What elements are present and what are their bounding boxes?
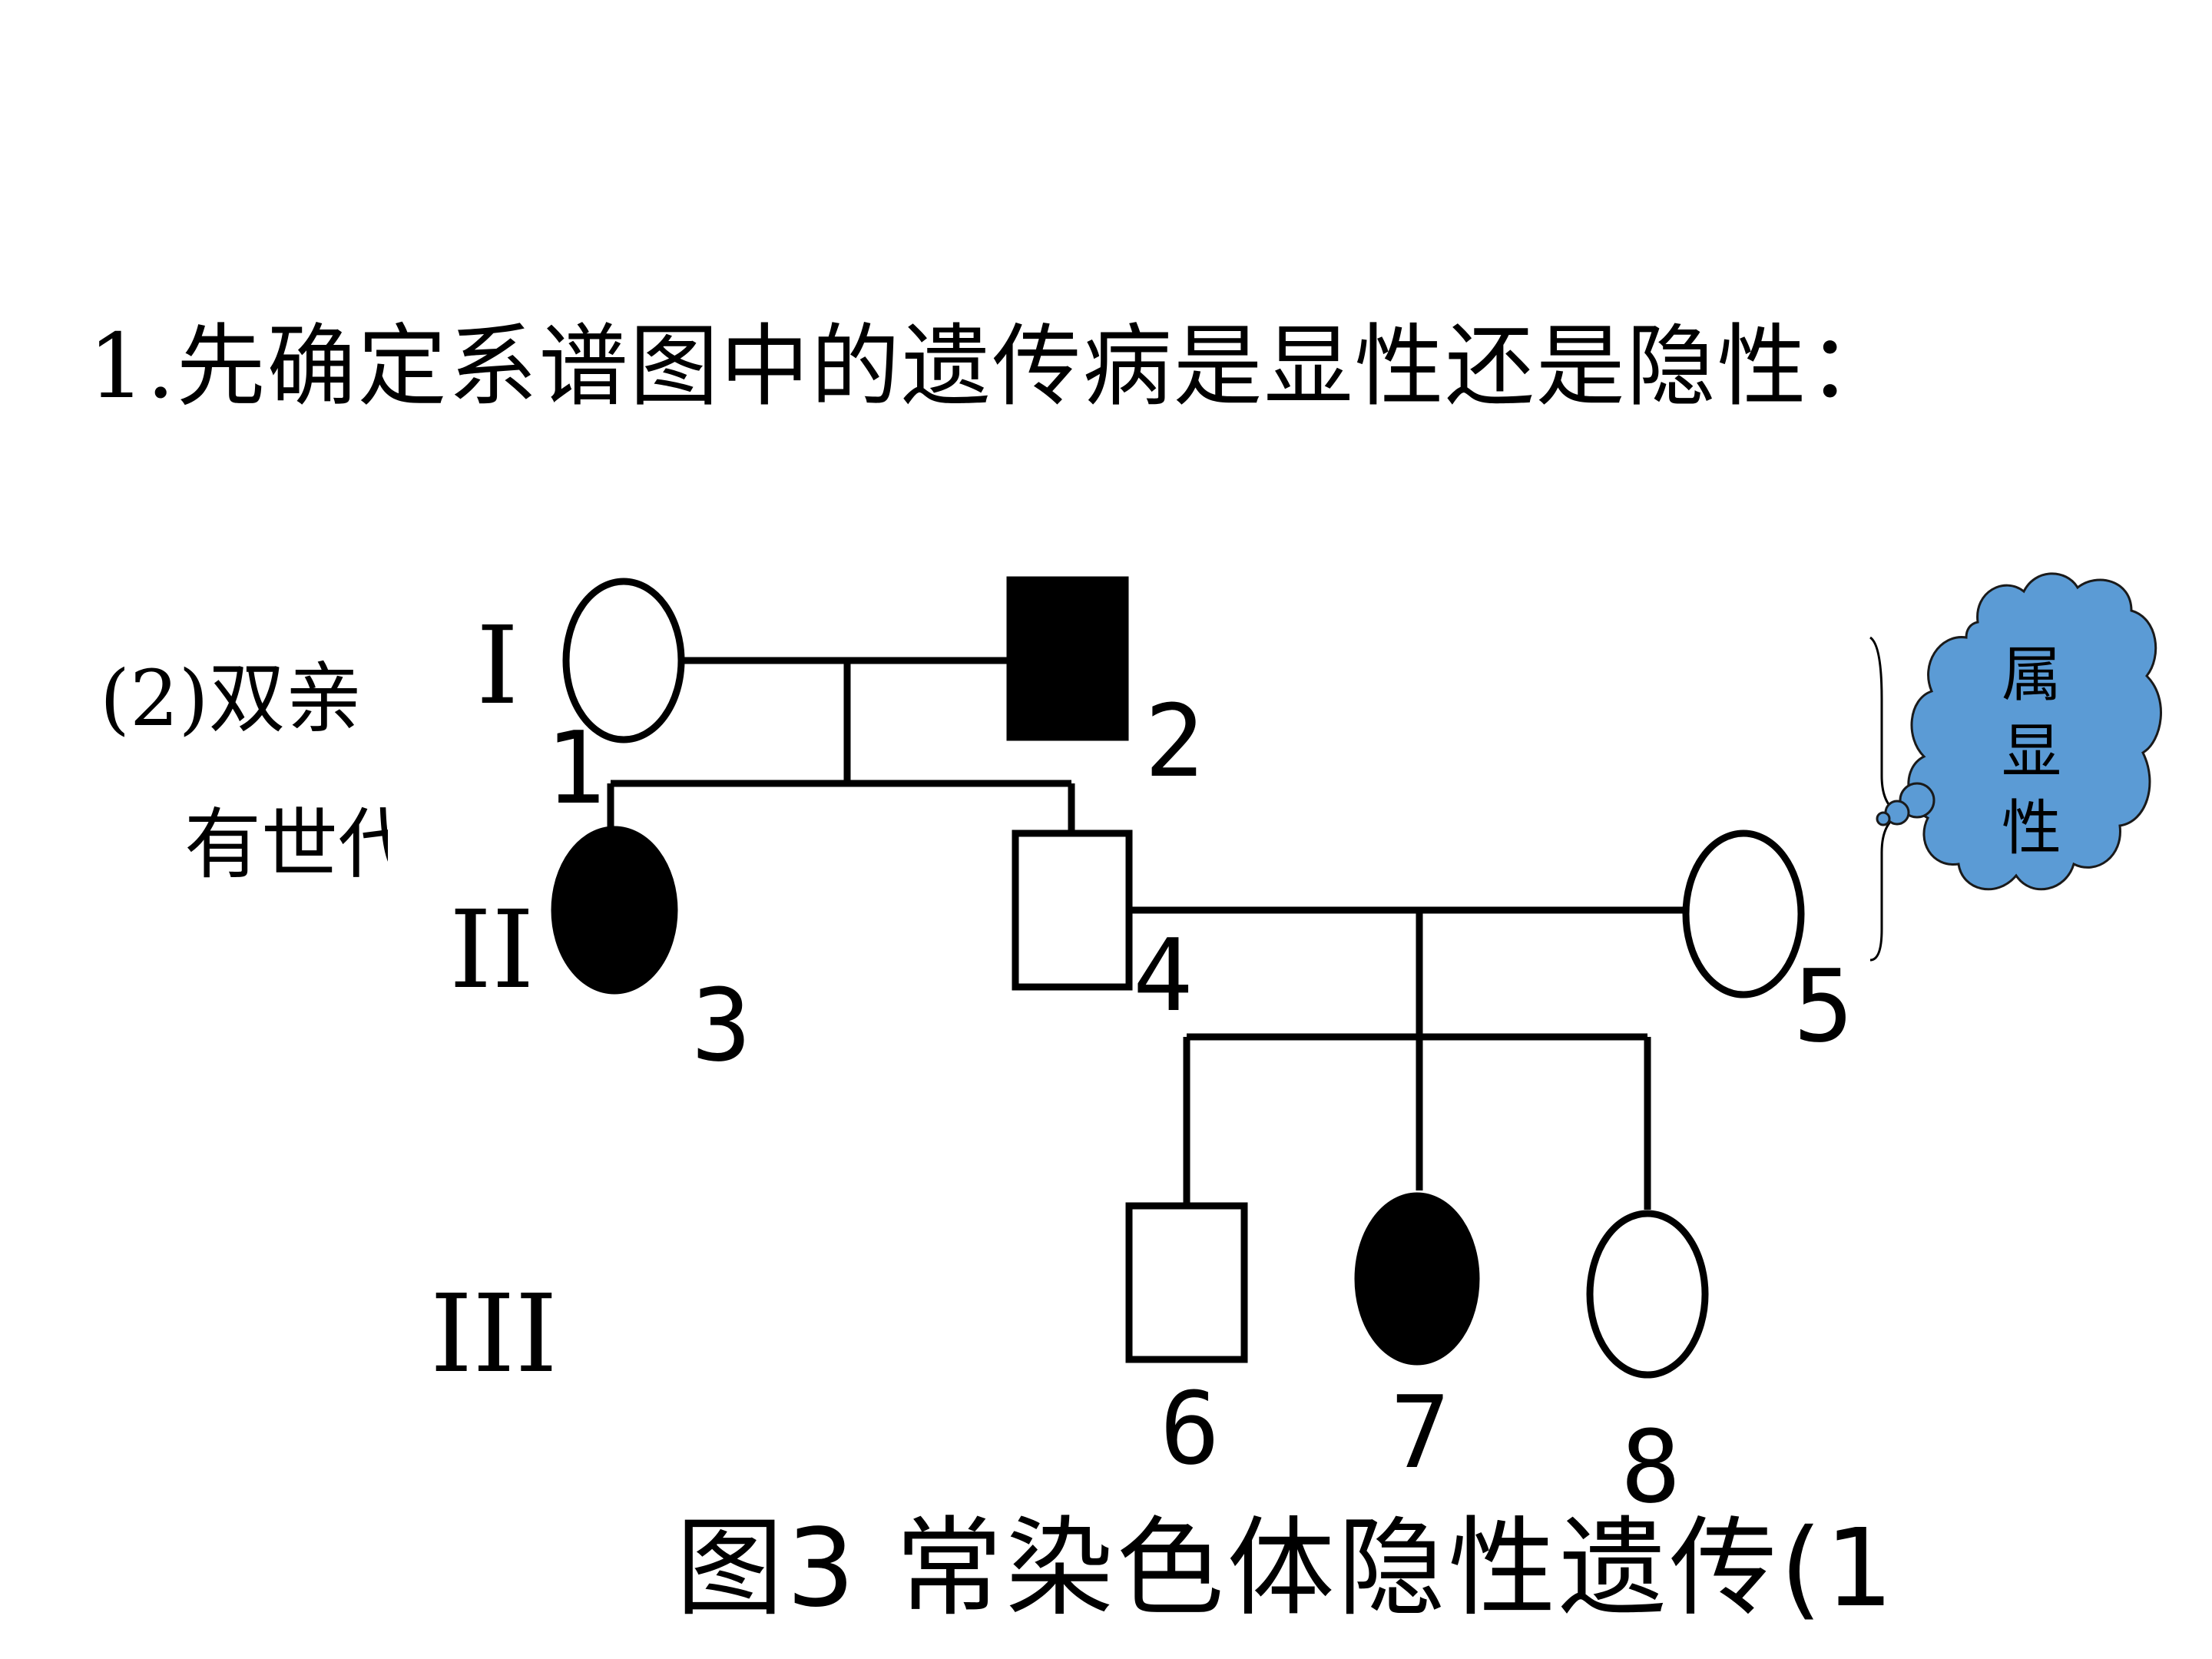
individual-7-symbol xyxy=(1354,1192,1480,1366)
generation-label-3: III xyxy=(430,1272,558,1397)
individual-4-symbol xyxy=(1012,830,1133,991)
individual-5-symbol xyxy=(1682,830,1805,998)
individual-label-6: 6 xyxy=(1160,1370,1220,1487)
individual-8-symbol xyxy=(1586,1210,1709,1379)
individual-2-symbol xyxy=(1006,576,1129,741)
individual-label-8: 8 xyxy=(1621,1409,1681,1525)
individual-label-2: 2 xyxy=(1144,683,1204,800)
callout-char-3: 性 xyxy=(2002,794,2061,863)
thought-bubble-callout: 属 显 性 xyxy=(1869,572,2162,962)
individual-label-4: 4 xyxy=(1133,917,1193,1034)
individual-3-symbol xyxy=(551,826,678,995)
body-text-line-2: 有世代 xyxy=(184,800,415,889)
slide-heading: 1.先确定系谱图中的遗传病是显性还是隐性： xyxy=(88,315,1899,419)
cloud-body xyxy=(1907,572,2162,891)
pedigree-labels: I II III 1 2 3 4 5 6 7 8 图3 常染色体隐性遗传(1) xyxy=(430,604,1886,1631)
generation-label-1: I xyxy=(476,604,518,729)
body-text-line-1: (2)双亲 xyxy=(100,654,363,743)
figure-caption: 图3 常染色体隐性遗传(1) xyxy=(676,1506,1886,1631)
pedigree-symbols xyxy=(551,576,1805,1379)
callout-char-1: 属 xyxy=(2002,641,2061,710)
individual-1-symbol xyxy=(562,578,685,743)
pedigree-chart: I II III 1 2 3 4 5 6 7 8 图3 常染色体隐性遗传(1) xyxy=(388,549,1886,1647)
generation-label-2: II xyxy=(449,888,535,1013)
curly-brace xyxy=(1869,636,1905,962)
pedigree-lines xyxy=(607,657,1684,1210)
callout-char-2: 显 xyxy=(2002,717,2061,786)
individual-label-1: 1 xyxy=(545,710,605,826)
individual-label-7: 7 xyxy=(1390,1374,1450,1491)
cloud-shape xyxy=(1876,572,2162,891)
individual-6-symbol xyxy=(1125,1202,1248,1363)
cloud-tail-small xyxy=(1876,811,1891,826)
individual-label-3: 3 xyxy=(691,967,751,1084)
individual-label-5: 5 xyxy=(1793,948,1853,1065)
